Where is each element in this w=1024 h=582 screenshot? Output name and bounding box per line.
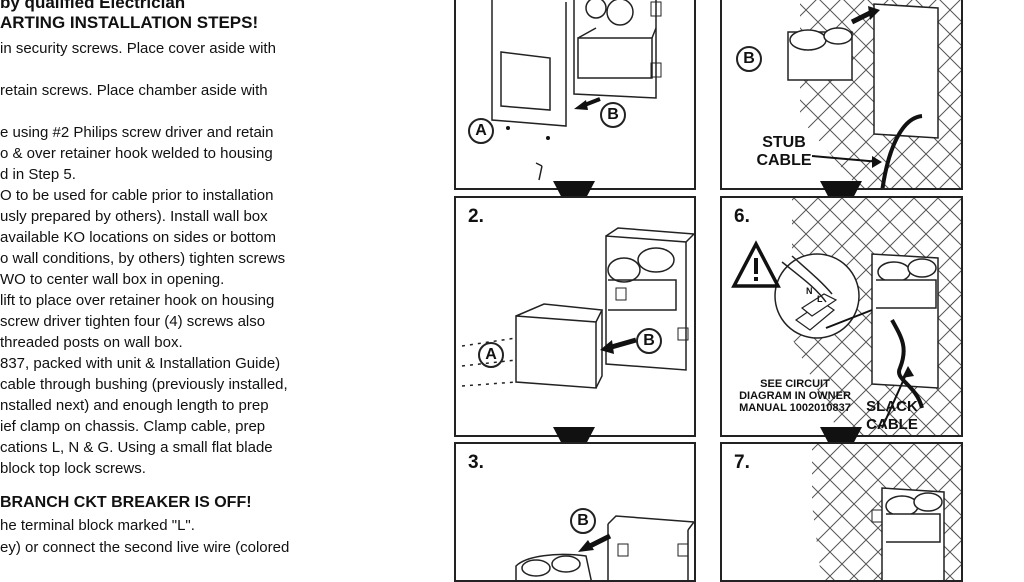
- instruction-line: threaded posts on wall box.: [0, 334, 183, 351]
- step-1-illustration: [491, 0, 662, 181]
- step-number: 7.: [734, 452, 750, 473]
- stub-cable-label-line1: STUB: [762, 134, 806, 151]
- instruction-line: e using #2 Philips screw driver and reta…: [0, 124, 274, 141]
- label-a-callout: A: [478, 342, 504, 368]
- section-heading-breaker: BRANCH CKT BREAKER IS OFF!: [0, 494, 252, 511]
- figure-step-1-panel: A B: [454, 0, 696, 190]
- label-b-callout: B: [636, 328, 662, 354]
- label-b-callout: B: [570, 508, 596, 534]
- circuit-note-line2: DIAGRAM IN OWNER: [739, 390, 851, 402]
- step-number: 3.: [468, 452, 484, 473]
- section-heading-start: ARTING INSTALLATION STEPS!: [0, 13, 259, 32]
- instruction-line: available KO locations on sides or botto…: [0, 229, 276, 246]
- step-number: 6.: [734, 206, 750, 227]
- instruction-line: o & over retainer hook welded to housing: [0, 145, 273, 162]
- instruction-line: screw driver tighten four (4) screws als…: [0, 313, 266, 330]
- step-5-illustration: [787, 0, 961, 188]
- step-6-illustration: [731, 198, 961, 435]
- instruction-line: WO to center wall box in opening.: [0, 271, 225, 288]
- circuit-diagram-note: SEE CIRCUIT DIAGRAM IN OWNER MANUAL 1002…: [730, 378, 860, 414]
- instruction-line: 837, packed with unit & Installation Gui…: [0, 355, 281, 372]
- instruction-line: he terminal block marked "L".: [0, 517, 195, 534]
- top-partial-heading: by qualified Electrician: [0, 0, 186, 12]
- instruction-line: ief clamp on chassis. Clamp cable, prep: [0, 418, 266, 435]
- stub-cable-label: STUB CABLE: [752, 134, 816, 170]
- circuit-note-line1: SEE CIRCUIT: [760, 378, 830, 390]
- label-b-callout: B: [600, 102, 626, 128]
- figure-step-5-panel: B STUB CABLE: [720, 0, 963, 190]
- step-number: 2.: [468, 206, 484, 227]
- figure-step-3-panel: 3. B: [454, 442, 696, 582]
- slack-cable-label: SLACK CABLE: [860, 398, 924, 434]
- stub-cable-label-line2: CABLE: [756, 152, 812, 169]
- instruction-line: ey) or connect the second live wire (col…: [0, 539, 290, 556]
- slack-cable-line2: CABLE: [866, 416, 918, 433]
- instruction-line: in security screws. Place cover aside wi…: [0, 40, 276, 57]
- instruction-line: O to be used for cable prior to installa…: [0, 187, 274, 204]
- label-b-callout: B: [736, 46, 762, 72]
- instruction-line: cations L, N & G. Using a small flat bla…: [0, 439, 273, 456]
- step-2-illustration: [461, 227, 694, 389]
- figure-step-6-panel: 6. N L SEE CIRCUIT DIAGRAM: [720, 196, 963, 437]
- instruction-line: block top lock screws.: [0, 460, 146, 477]
- wire-label-l: L: [817, 294, 823, 304]
- step-7-illustration: [812, 444, 961, 580]
- instruction-line: d in Step 5.: [0, 166, 76, 183]
- circuit-note-line3: MANUAL 1002010837: [739, 402, 851, 414]
- instruction-line: retain screws. Place chamber aside with: [0, 82, 268, 99]
- instruction-line: o wall conditions, by others) tighten sc…: [0, 250, 286, 267]
- figure-step-7-panel: 7.: [720, 442, 963, 582]
- label-a-callout: A: [468, 118, 494, 144]
- instruction-line: cable through bushing (previously instal…: [0, 376, 288, 393]
- instruction-line: usly prepared by others). Install wall b…: [0, 208, 268, 225]
- instruction-line: lift to place over retainer hook on hous…: [0, 292, 275, 309]
- figure-step-2-panel: 2. A B: [454, 196, 696, 437]
- wire-label-n: N: [806, 286, 813, 296]
- slack-cable-line1: SLACK: [866, 398, 918, 415]
- instruction-line: nstalled next) and enough length to prep: [0, 397, 269, 414]
